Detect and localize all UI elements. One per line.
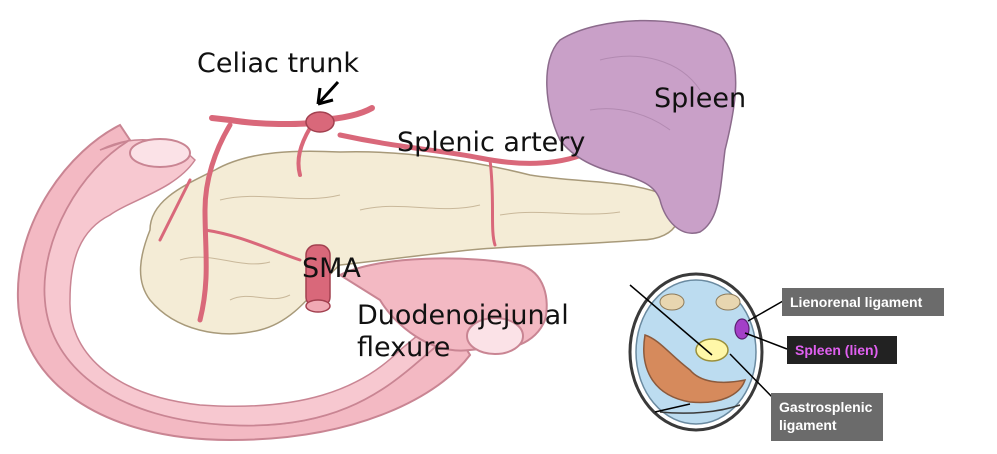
duodenojejunal-flexure-label: Duodenojejunal flexure <box>357 300 569 364</box>
pancreas <box>139 150 680 335</box>
celiac-arrow <box>316 80 340 106</box>
duodenum <box>16 123 472 442</box>
inset-cross-section <box>628 272 788 432</box>
celiac-trunk-label: Celiac trunk <box>197 48 359 79</box>
lienorenal-ligament-tag: Lienorenal ligament <box>782 288 944 316</box>
gastrosplenic-line2: ligament <box>779 417 837 433</box>
spleen-label: Spleen <box>654 83 747 114</box>
jejunum <box>337 257 548 355</box>
spleen <box>546 19 737 234</box>
gastrosplenic-ligament-tag: Gastrosplenic ligament <box>771 393 883 441</box>
spleen-lien-tag: Spleen (lien) <box>787 336 897 364</box>
duodenojejunal-line1: Duodenojejunal <box>357 300 569 331</box>
gastrosplenic-line1: Gastrosplenic <box>779 399 873 415</box>
splenic-artery-label: Splenic artery <box>397 127 586 158</box>
celiac-trunk-origin <box>305 111 335 133</box>
sma-label: SMA <box>302 253 361 284</box>
duodenojejunal-line2: flexure <box>357 332 451 363</box>
sma-vessel <box>305 244 331 313</box>
